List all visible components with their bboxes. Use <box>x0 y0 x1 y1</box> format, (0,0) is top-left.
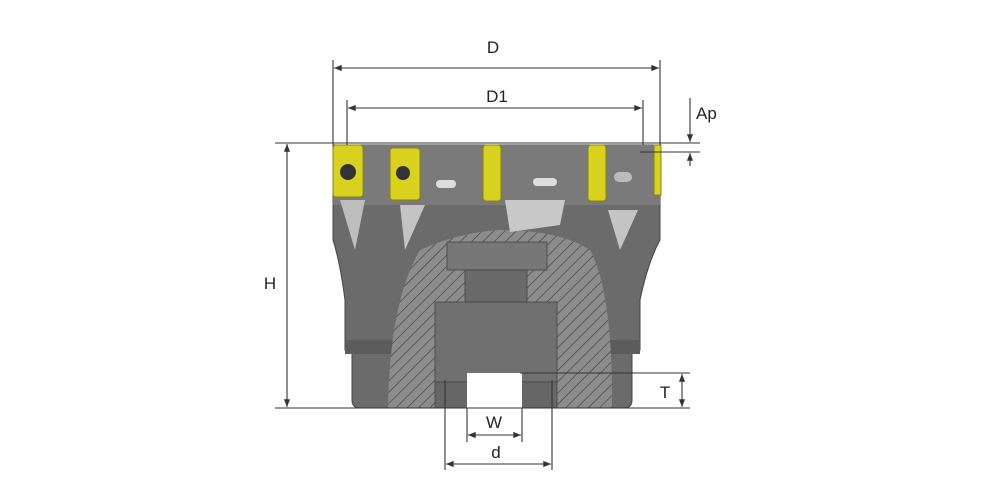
label-T: T <box>660 383 670 402</box>
label-d: d <box>491 443 500 462</box>
cutting-inserts <box>332 144 662 202</box>
insert <box>587 144 607 202</box>
label-D: D <box>487 38 499 57</box>
extension-lines <box>275 60 700 470</box>
screw-icon <box>340 164 356 180</box>
dimension-D1: D1 <box>348 87 643 112</box>
dimension-H: H <box>264 144 291 407</box>
dimension-W: W <box>468 413 522 439</box>
dimension-d: d <box>446 443 552 468</box>
screw-icon <box>396 166 410 180</box>
insert <box>482 144 502 202</box>
dimension-T: T <box>660 374 686 407</box>
label-D1: D1 <box>486 87 508 106</box>
key-slot <box>467 373 522 409</box>
label-Ap: Ap <box>696 104 717 123</box>
label-W: W <box>486 413 502 432</box>
dimension-D: D <box>334 38 660 72</box>
dimension-Ap: Ap <box>686 98 717 166</box>
label-H: H <box>264 274 276 293</box>
insert <box>653 144 662 196</box>
